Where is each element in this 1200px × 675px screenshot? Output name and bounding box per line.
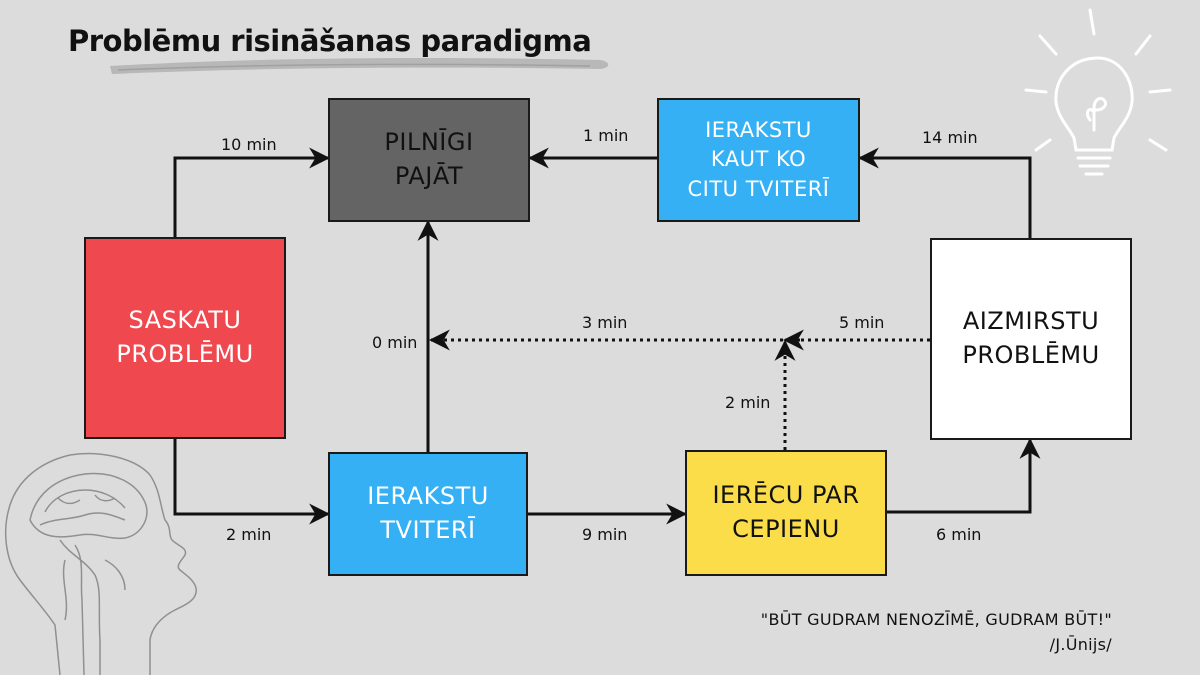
edge-label-2min-up: 2 min	[725, 393, 771, 412]
node-pilnigi-pajat: PILNĪGI PAJĀT	[328, 98, 530, 222]
page-title: Problēmu risināšanas paradigma	[68, 24, 592, 58]
node-ierecu-par-cepienu: IERĒCU PAR CEPIENU	[685, 450, 887, 576]
node-ierakstu-tviteri-label: IERAKSTU TVITERĪ	[367, 482, 489, 544]
node-saskatu-problemu: SASKATU PROBLĒMU	[84, 237, 286, 439]
edge-label-2min: 2 min	[226, 525, 272, 544]
edge-saskatu-to-pilnigi	[173, 147, 331, 238]
node-ierecu-label: IERĒCU PAR CEPIENU	[712, 481, 860, 543]
edge-ierecu-to-aizmirstu	[887, 437, 1041, 514]
edge-saskatu-to-tviteri	[173, 438, 331, 525]
node-aizmirstu-problemu: AIZMIRSTU PROBLĒMU	[930, 238, 1132, 440]
edge-label-0min: 0 min	[372, 333, 418, 352]
node-saskatu-label: SASKATU PROBLĒMU	[116, 306, 254, 368]
quote-author: /J.Ūnijs/	[1049, 634, 1112, 654]
edge-aizmirstu-to-citu	[857, 147, 1032, 238]
edge-label-1min: 1 min	[583, 126, 629, 145]
node-aizmirstu-label: AIZMIRSTU PROBLĒMU	[962, 307, 1100, 369]
node-ierakstu-citu-label: IERAKSTU KAUT KO CITU TVITERĪ	[687, 117, 830, 201]
edge-label-6min: 6 min	[936, 525, 982, 544]
lightbulb-icon	[1024, 8, 1172, 176]
edge-label-10min: 10 min	[221, 135, 277, 154]
node-pilnigi-label: PILNĪGI PAJĀT	[384, 128, 474, 190]
edge-label-14min: 14 min	[922, 128, 978, 147]
node-ierakstu-citu-tviteri: IERAKSTU KAUT KO CITU TVITERĪ	[657, 98, 860, 222]
brain-head-icon	[4, 452, 197, 675]
edge-label-5min: 5 min	[839, 313, 885, 332]
edge-label-3min: 3 min	[582, 313, 628, 332]
title-brush-stroke	[110, 58, 609, 74]
quote-block: "BŪT GUDRAM NENOZĪMĒ, GUDRAM BŪT!" /J.Ūn…	[761, 608, 1112, 658]
edge-label-9min: 9 min	[582, 525, 628, 544]
quote-text: "BŪT GUDRAM NENOZĪMĒ, GUDRAM BŪT!"	[760, 610, 1112, 629]
node-ierakstu-tviteri: IERAKSTU TVITERĪ	[328, 452, 528, 576]
